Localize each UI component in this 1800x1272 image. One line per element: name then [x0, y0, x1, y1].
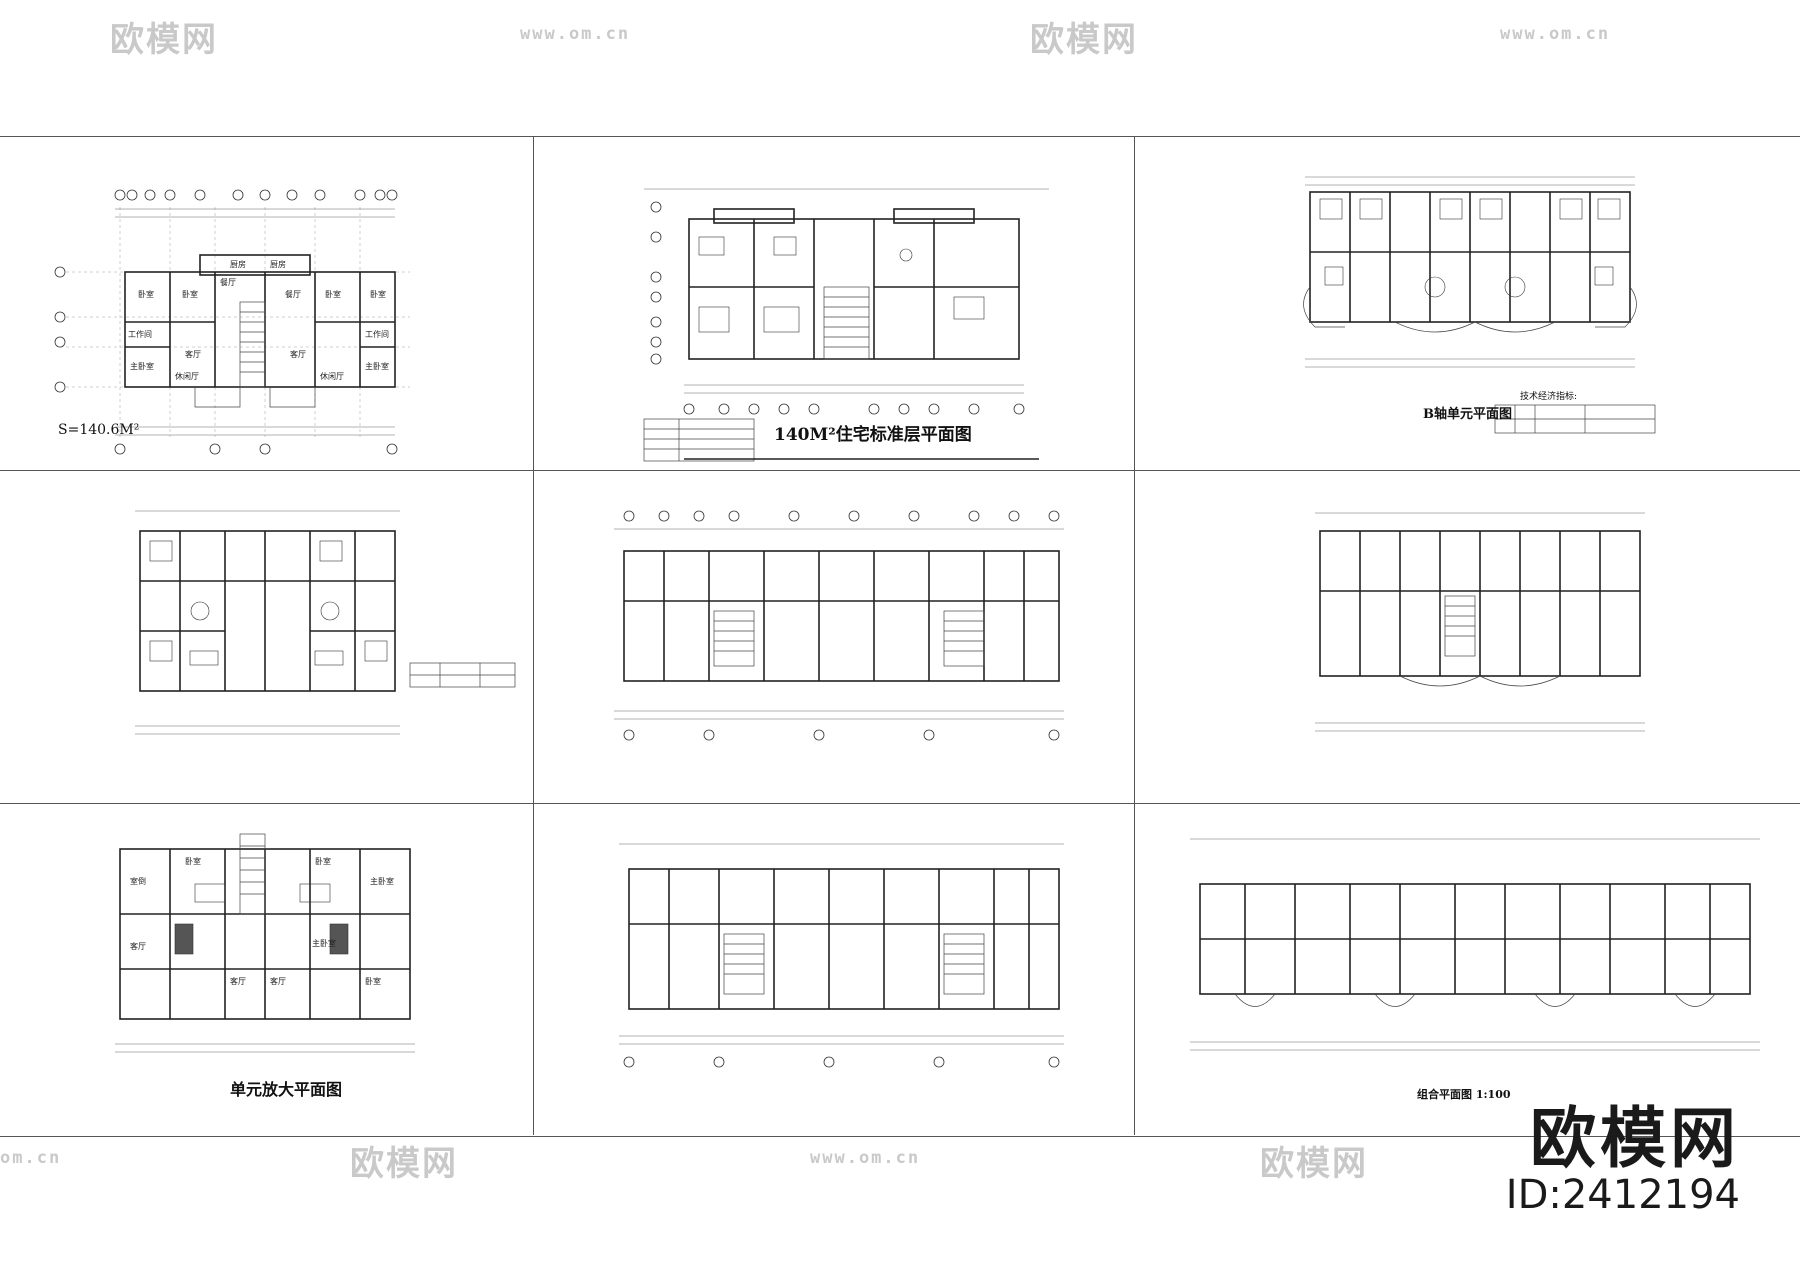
- room-label: 工作间: [365, 329, 389, 339]
- panel-divider: [1134, 136, 1135, 1135]
- room-label: 餐厅: [285, 290, 301, 299]
- room-label: 休闲厅: [175, 371, 199, 381]
- room-label: 室倒: [130, 876, 146, 886]
- plan-title: 单元放大平面图: [230, 1080, 343, 1099]
- panel-divider: [0, 803, 1800, 804]
- room-label: 卧室: [325, 289, 341, 299]
- floor-plan-panel-4: [0, 471, 533, 803]
- room-label: 主卧室: [365, 361, 389, 371]
- floor-plan-panel-6: [1135, 471, 1800, 803]
- watermark-url-fragment: om.cn: [0, 1148, 62, 1168]
- floor-plan-panel-7: 室倒 卧室 主卧室 客厅 卧室 主卧室 客厅 客厅 卧室 单元放大平面图: [0, 804, 533, 1134]
- room-label: 厨房: [270, 259, 286, 269]
- panel-divider: [533, 136, 534, 1135]
- floor-plan-drawing: [135, 510, 516, 735]
- room-label: 客厅: [130, 941, 146, 951]
- tech-index-label: 技术经济指标:: [1520, 392, 1578, 402]
- watermark-logo: 欧模网: [110, 20, 218, 60]
- floor-plan-drawing: [1303, 176, 1656, 434]
- plan-title: 组合平面图 1:100: [1417, 1088, 1511, 1101]
- floor-plan-drawing: [614, 510, 1064, 741]
- room-label: 主卧室: [130, 361, 154, 371]
- room-label: 主卧室: [312, 938, 336, 948]
- floor-plan-drawing: [1190, 838, 1760, 1051]
- floor-plan-panel-2: 140M²住宅标准层平面图: [534, 137, 1134, 470]
- floor-plan-drawing: 室倒 卧室 主卧室 客厅 卧室 主卧室 客厅 客厅 卧室: [115, 833, 415, 1053]
- room-label: 客厅: [290, 349, 306, 359]
- plan-title: 140M²住宅标准层平面图: [774, 425, 972, 445]
- floor-plan-panel-5: [534, 471, 1134, 803]
- brand-id-label: ID:2412194: [1505, 1172, 1740, 1218]
- room-label: 工作间: [128, 329, 152, 339]
- watermark-url: www.om.cn: [520, 24, 631, 44]
- room-label: 卧室: [315, 856, 331, 866]
- room-label: 卧室: [138, 289, 154, 299]
- room-label: 主卧室: [370, 876, 394, 886]
- floor-plan-drawing: [1315, 512, 1645, 732]
- watermark-logo: 欧模网: [1260, 1144, 1368, 1184]
- watermark-url: www.om.cn: [810, 1148, 921, 1168]
- plan-title: B轴单元平面图: [1423, 407, 1512, 422]
- room-label: 卧室: [365, 976, 381, 986]
- floor-plan-drawing: [643, 188, 1049, 462]
- area-note: S=140.6M²: [58, 422, 140, 438]
- room-label: 客厅: [270, 976, 286, 986]
- room-label: 卧室: [182, 289, 198, 299]
- room-label: 厨房: [230, 259, 246, 269]
- watermark-url: www.om.cn: [1500, 24, 1611, 44]
- room-label: 客厅: [185, 349, 201, 359]
- watermark-logo: 欧模网: [350, 1144, 458, 1184]
- floor-plan-drawing: [619, 843, 1064, 1068]
- room-label: 休闲厅: [320, 371, 344, 381]
- brand-logo-text: 欧模网: [1530, 1100, 1740, 1177]
- room-label: 卧室: [370, 289, 386, 299]
- watermark-logo: 欧模网: [1030, 20, 1138, 60]
- floor-plan-panel-9: 组合平面图 1:100: [1135, 804, 1800, 1134]
- drawing-sheet: [0, 136, 1800, 1137]
- floor-plan-panel-8: [534, 804, 1134, 1134]
- room-label: 餐厅: [220, 278, 236, 287]
- floor-plan-panel-3: B轴单元平面图 技术经济指标:: [1135, 137, 1800, 470]
- room-label: 卧室: [185, 856, 201, 866]
- floor-plan-drawing: 卧室 卧室 餐厅 厨房 厨房 餐厅 卧室 卧室 工作间 客厅 客厅 工作间 主卧…: [54, 189, 410, 455]
- panel-divider: [0, 470, 1800, 471]
- floor-plan-panel-1: 卧室 卧室 餐厅 厨房 厨房 餐厅 卧室 卧室 工作间 客厅 客厅 工作间 主卧…: [0, 137, 533, 470]
- room-label: 客厅: [230, 976, 246, 986]
